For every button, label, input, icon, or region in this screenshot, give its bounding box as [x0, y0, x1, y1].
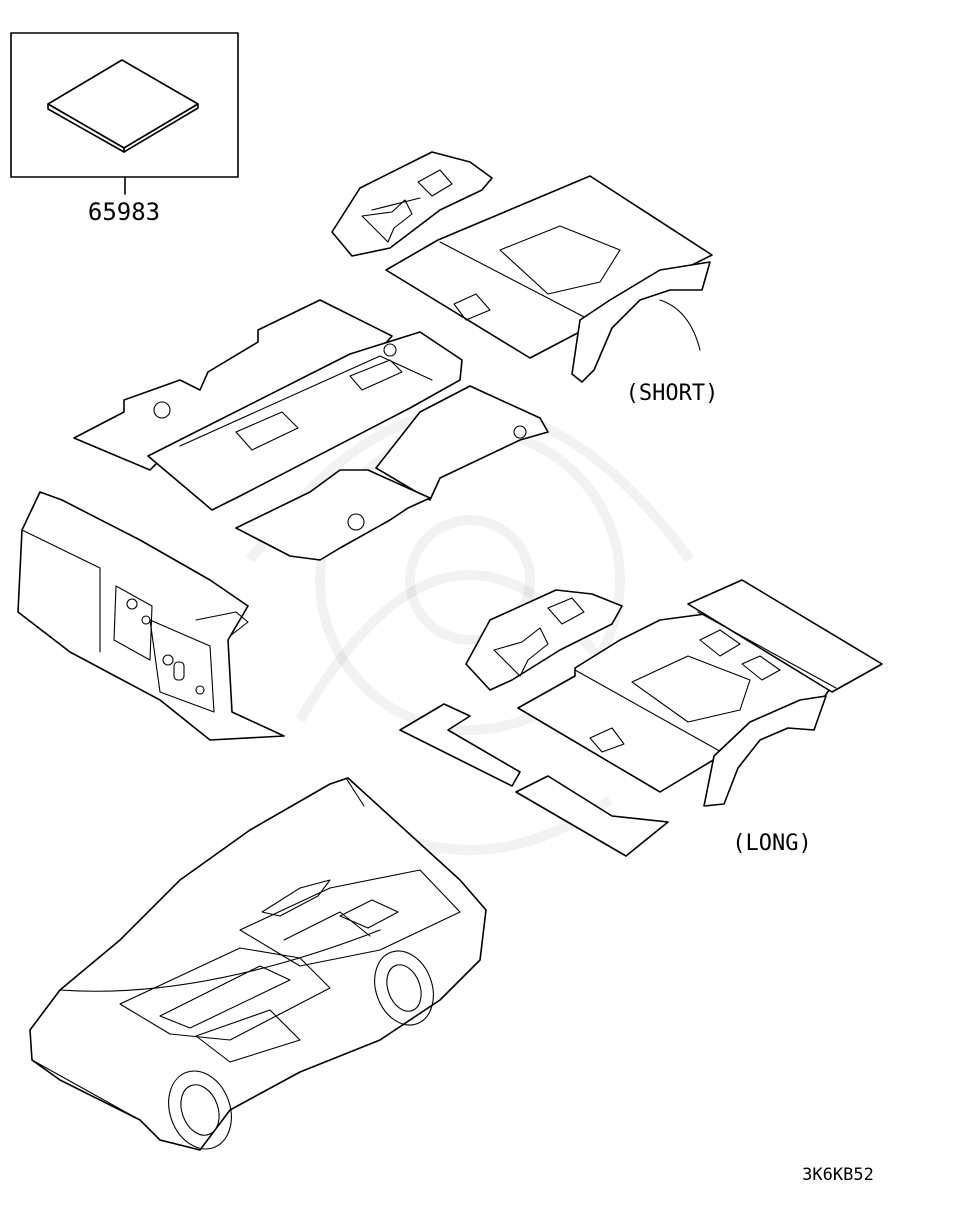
figure-code-label: 3K6KB52	[802, 1165, 874, 1185]
part-callout-box	[10, 32, 239, 195]
front-wheel	[168, 1070, 232, 1150]
rear-floor-set-short	[331, 151, 713, 383]
vehicle-outline	[29, 777, 487, 1151]
rear-wheel	[374, 950, 434, 1026]
watermark-emblem	[245, 405, 695, 855]
dash-panel-insulator	[17, 491, 285, 741]
front-floor-set	[73, 299, 549, 561]
variant-long-label: (LONG)	[732, 831, 811, 856]
variant-short-label: (SHORT)	[626, 381, 719, 406]
rear-floor-set-long	[399, 579, 883, 857]
part-number-label: 65983	[88, 198, 160, 226]
